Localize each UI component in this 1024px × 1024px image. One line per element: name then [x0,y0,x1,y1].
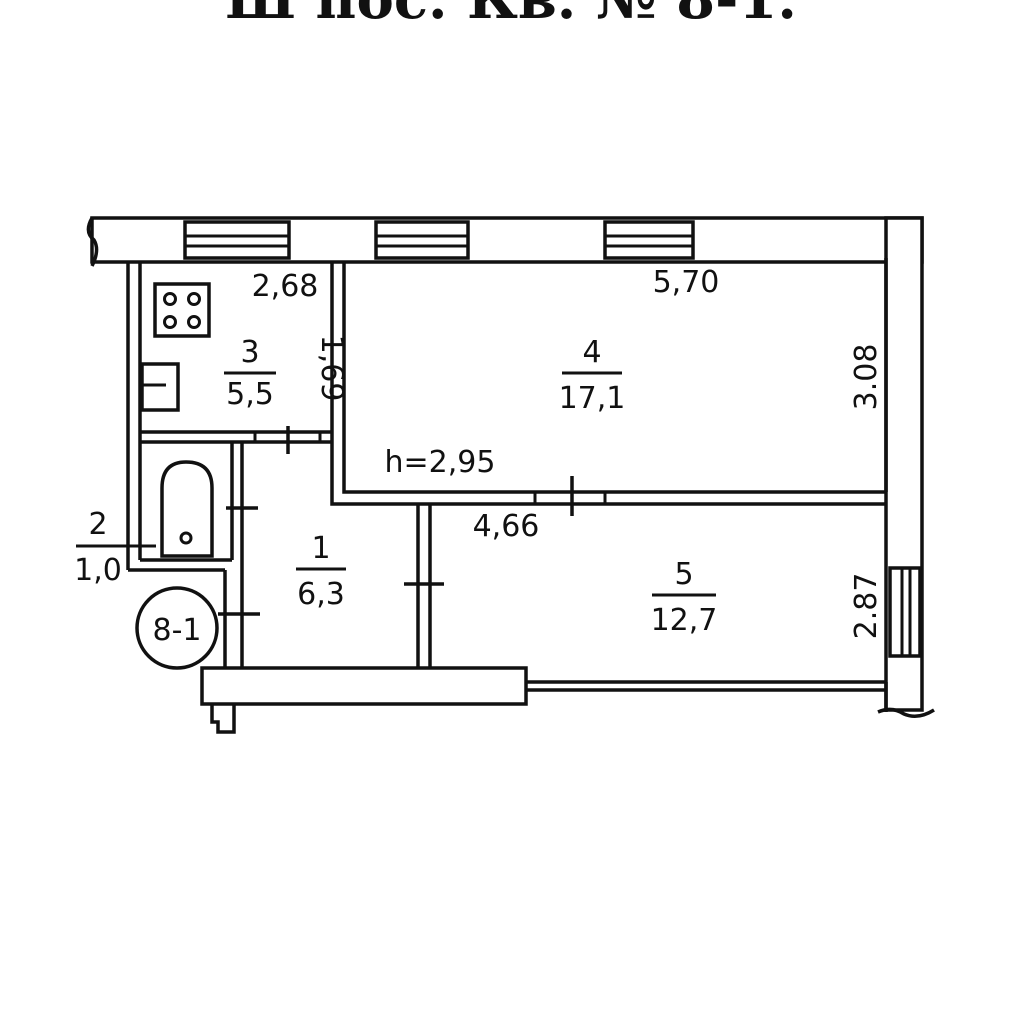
room-area: 12,7 [651,603,718,638]
room-number: 3 [240,335,259,370]
room-area: 1,0 [74,553,122,588]
kitchen-depth-dimension: 1,69 [314,335,349,402]
kitchen-width-dimension: 2,68 [252,269,319,304]
room-area: 5,5 [226,377,274,412]
plan-header: Ш пос. Кв. № 8-1. [225,0,797,32]
room4-width-dimension: 5,70 [653,265,720,300]
room4-depth-dimension: 3.08 [849,344,884,411]
room5-depth-dimension: 2.87 [849,573,884,640]
room-5-label: 5 12,7 [651,557,718,638]
interior-walls [140,258,888,668]
window-top-1 [183,220,291,260]
room-number: 5 [674,557,693,592]
bathtub-icon [160,460,214,558]
ceiling-height: h=2,95 [385,445,496,480]
apartment-badge: 8-1 [135,586,219,670]
room-number: 4 [582,335,601,370]
room-area: 6,3 [297,577,345,612]
sink-icon [140,362,180,412]
room-area: 17,1 [559,381,626,416]
room-2-label: 2 1,0 [74,507,156,588]
room-number: 1 [311,531,330,566]
room-4-label: 4 17,1 [559,335,626,416]
stove-icon [153,282,211,338]
room5-width-dimension: 4,66 [473,509,540,544]
window-right [888,566,922,658]
room-1-label: 1 6,3 [296,531,346,612]
room-number: 2 [88,507,107,542]
window-top-3 [603,220,695,260]
outer-walls [86,216,935,734]
room-3-label: 3 5,5 [224,335,276,412]
window-top-2 [374,220,470,260]
apartment-badge-label: 8-1 [153,613,202,648]
